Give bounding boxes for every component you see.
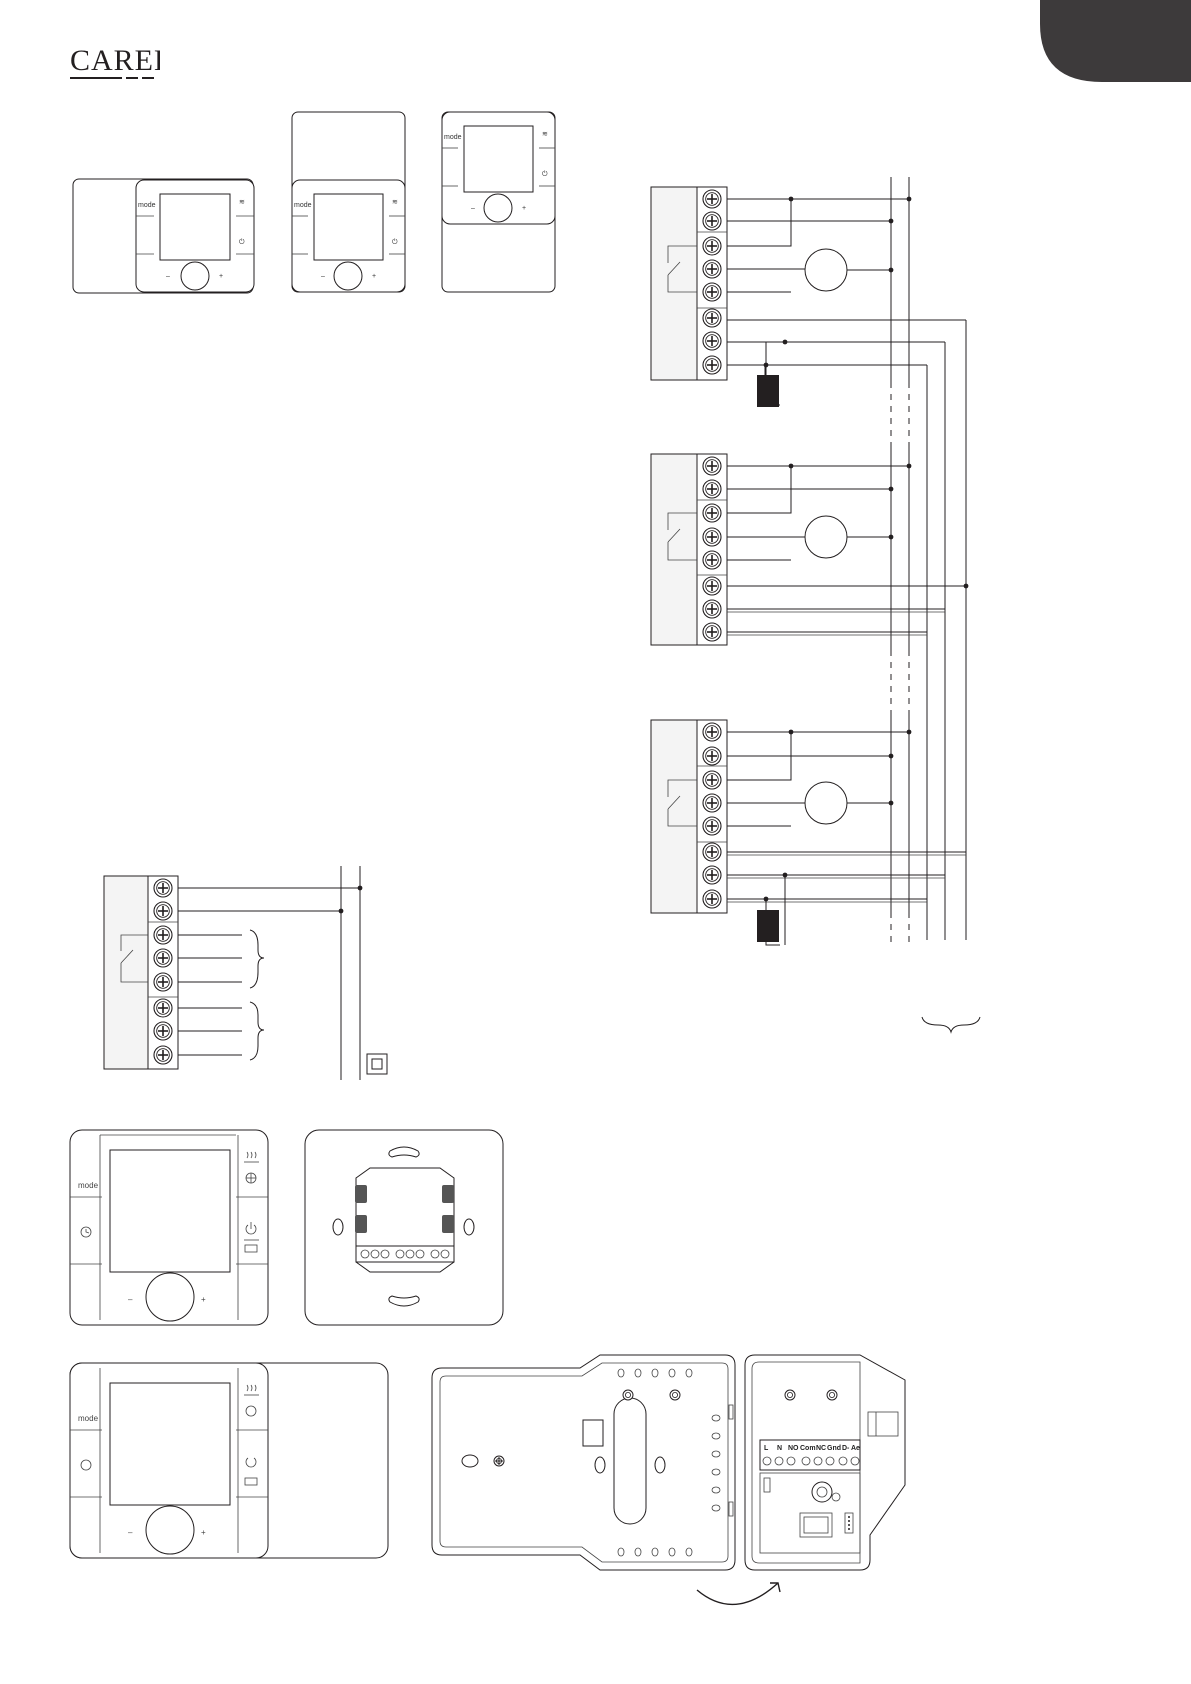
mounting-plate-square [305,1130,503,1325]
wiring-diagram-single [104,866,387,1080]
terminal-label-nc: NC [816,1445,826,1452]
backplate-open: L N NO Com NC Gnd D- Ae [432,1355,905,1604]
terminal-label-ae: Ae [851,1445,860,1452]
svg-text:+: + [219,273,223,280]
plus-label: + [201,1295,206,1304]
wiring-diagram-network [651,177,980,1032]
terminal-label-no: NO [788,1445,799,1452]
svg-text:+: + [201,1528,206,1537]
svg-text:≋: ≋ [239,199,245,206]
mode-label: mode [78,1181,99,1190]
minus-label: – [128,1295,133,1304]
svg-text:mode: mode [294,202,312,209]
thermostat-on-wide-plate: mode – + [70,1363,388,1558]
thermostat-variant-1: mode ≋ ⏻ – + [73,179,254,293]
wiring-unit-3 [651,720,966,945]
svg-text:≋: ≋ [392,199,398,206]
fan-icon [246,1173,256,1183]
terminal-label-l: L [764,1445,769,1452]
terminal-label-com: Com [800,1445,816,1452]
wiring-unit-1 [651,187,966,407]
wiring-unit-2 [651,454,968,645]
thermostat-variant-3: mode ≋ ⏻ – + [442,112,555,292]
svg-text:–: – [321,273,325,280]
svg-text:+: + [522,205,526,212]
svg-text:–: – [128,1528,133,1537]
svg-text:⏻: ⏻ [392,238,398,246]
svg-text:+: + [372,273,376,280]
svg-text:mode: mode [138,202,156,209]
svg-text:mode: mode [78,1414,99,1423]
thermostat-front-large: mode – + [70,1130,268,1325]
svg-text:≋: ≋ [542,131,548,138]
terminal-label-d: D- [842,1445,850,1452]
terminal-label-n: N [777,1445,782,1452]
thermostat-variant-2: mode ≋ ⏻ – + [292,112,405,292]
svg-text:⏻: ⏻ [542,170,548,178]
terminal-label-gnd: Gnd [827,1445,841,1452]
svg-text:–: – [166,273,170,280]
svg-text:⏻: ⏻ [239,238,245,246]
svg-text:mode: mode [444,134,462,141]
svg-text:–: – [471,205,475,212]
terminal-block: L N NO Com NC Gnd D- Ae [760,1440,860,1470]
